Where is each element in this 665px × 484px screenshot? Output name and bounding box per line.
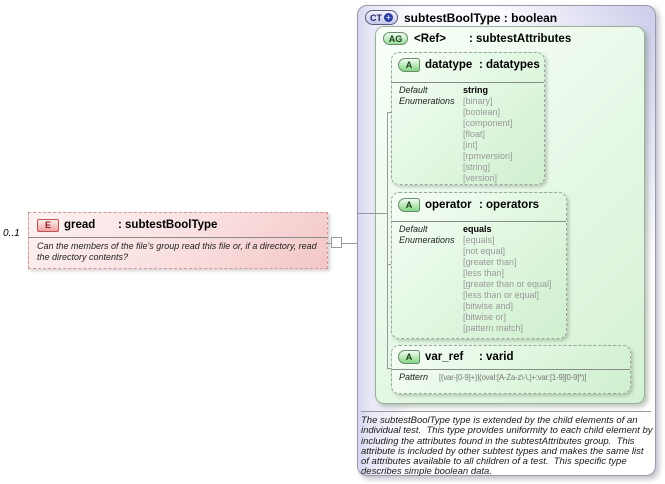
element-gread-box: E gread : subtestBoolType Can the member… xyxy=(28,212,328,269)
cardinality-label: 0..1 xyxy=(3,228,20,239)
facet-values: string [binary][boolean][component][floa… xyxy=(463,85,513,184)
enum-value: [binary] xyxy=(463,96,493,106)
pattern-row: Pattern [(var-[0-9]+)|(oval:[A-Za-z\-\.]… xyxy=(399,372,587,382)
enum-value: [string] xyxy=(463,162,491,172)
facet-values: equals [equals][not equal][greater than]… xyxy=(463,224,552,334)
enumeration-list: [binary][boolean][component][float][int]… xyxy=(463,96,513,184)
attribute-datatype-box: A datatype : datatypes Default Enumerati… xyxy=(391,52,545,185)
facet-table: Default Enumerations equals [equals][not… xyxy=(399,224,564,334)
enum-value: [version] xyxy=(463,173,498,183)
attributegroup-type: : subtestAttributes xyxy=(469,32,572,45)
attributegroup-header[interactable]: AG <Ref> : subtestAttributes xyxy=(383,32,571,45)
attribute-type: : operators xyxy=(479,199,540,211)
complextype-badge: CT + xyxy=(365,10,398,25)
element-documentation: Can the members of the file's group read… xyxy=(37,241,320,262)
connector-line xyxy=(342,243,358,244)
enumerations-label: Enumerations xyxy=(399,96,455,106)
facet-table: Default Enumerations string [binary][boo… xyxy=(399,85,542,184)
separator xyxy=(392,369,630,370)
enum-value: [bitwise or] xyxy=(463,312,507,322)
connector-stub-datatype xyxy=(387,112,392,113)
attribute-datatype-header[interactable]: A datatype : datatypes xyxy=(392,53,544,72)
attribute-badge: A xyxy=(398,350,420,364)
default-value: equals xyxy=(463,224,492,234)
enum-value: [greater than or equal] xyxy=(463,279,552,289)
attribute-badge: A xyxy=(398,58,420,72)
enum-value: [greater than] xyxy=(463,257,517,267)
pattern-label: Pattern xyxy=(399,372,429,382)
enum-value: [pattern match] xyxy=(463,323,524,333)
attribute-name: operator xyxy=(425,199,472,211)
attribute-operator-header[interactable]: A operator : operators xyxy=(392,193,566,212)
attribute-name: datatype xyxy=(425,59,473,71)
enum-value: [rpmversion] xyxy=(463,151,513,161)
attributegroup-badge: AG xyxy=(383,32,408,45)
attribute-type: : datatypes xyxy=(479,59,540,71)
connector-trunk-line xyxy=(357,213,387,214)
attribute-varref-header[interactable]: A var_ref : varid xyxy=(392,346,630,364)
attributegroup-name: <Ref> xyxy=(414,32,446,45)
pattern-value: [(var-[0-9]+)|(oval:[A-Za-z\-\.]+:var:[1… xyxy=(439,373,587,382)
annotation-separator xyxy=(361,411,651,412)
collapse-handle[interactable] xyxy=(331,237,342,248)
connector-stub-varref xyxy=(387,368,392,369)
enum-value: [equals] xyxy=(463,235,495,245)
attribute-type: : varid xyxy=(479,351,514,363)
annotation-text: The subtestBoolType type is extended by … xyxy=(361,415,653,478)
facet-labels: Default Enumerations xyxy=(399,85,463,184)
enumerations-label: Enumerations xyxy=(399,235,455,245)
connector-line xyxy=(326,243,331,244)
complextype-title: subtestBoolType : boolean xyxy=(404,10,558,25)
default-value: string xyxy=(463,85,489,95)
facet-labels: Default Enumerations xyxy=(399,224,463,334)
attribute-name: var_ref xyxy=(425,351,464,363)
element-name: gread xyxy=(64,219,96,231)
element-header[interactable]: E gread : subtestBoolType xyxy=(29,213,327,238)
enum-value: [bitwise and] xyxy=(463,301,514,311)
enum-value: [less than or equal] xyxy=(463,290,540,300)
enum-value: [boolean] xyxy=(463,107,501,117)
element-type: : subtestBoolType xyxy=(118,219,218,231)
connector-tree-line xyxy=(387,112,388,369)
complextype-header[interactable]: CT + subtestBoolType : boolean xyxy=(365,10,557,25)
enum-value: [component] xyxy=(463,118,513,128)
enum-value: [float] xyxy=(463,129,486,139)
complextype-badge-label: CT xyxy=(370,12,382,23)
connector-stub-operator xyxy=(387,264,392,265)
enumeration-list: [equals][not equal][greater than][less t… xyxy=(463,235,552,334)
enum-value: [int] xyxy=(463,140,478,150)
attribute-varref-box: A var_ref : varid Pattern [(var-[0-9]+)|… xyxy=(391,345,631,394)
plus-icon: + xyxy=(384,13,393,22)
enum-value: [less than] xyxy=(463,268,505,278)
attribute-badge: A xyxy=(398,198,420,212)
element-badge: E xyxy=(37,218,59,232)
default-label: Default xyxy=(399,85,428,95)
separator xyxy=(392,82,544,83)
default-label: Default xyxy=(399,224,428,234)
enum-value: [not equal] xyxy=(463,246,506,256)
attribute-operator-box: A operator : operators Default Enumerati… xyxy=(391,192,567,339)
separator xyxy=(392,221,566,222)
